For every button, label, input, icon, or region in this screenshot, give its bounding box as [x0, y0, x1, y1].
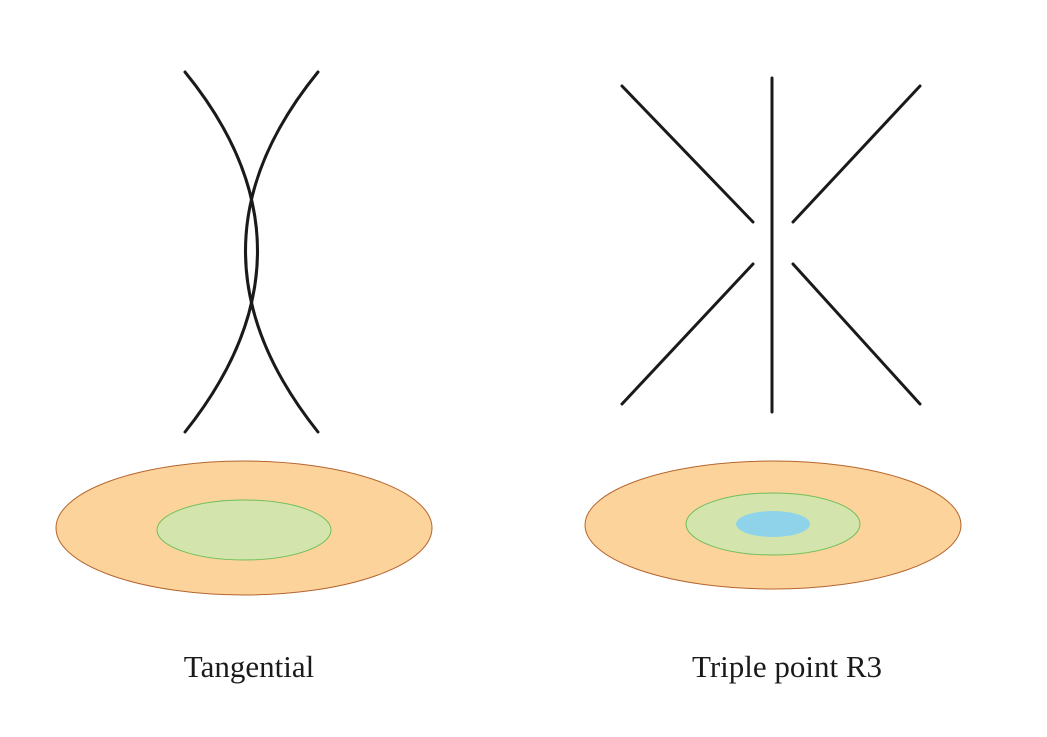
tangential-strands — [183, 70, 320, 434]
inner-disk — [736, 511, 810, 537]
middle-disk — [156, 499, 332, 561]
tangential-panel — [55, 70, 433, 596]
tangential-disk — [55, 460, 433, 596]
triple-point-disk — [584, 460, 962, 590]
upper-left-strand — [620, 84, 755, 224]
lower-right-strand — [791, 262, 922, 406]
lower-left-strand — [620, 262, 755, 406]
left-strand-arc — [183, 70, 259, 434]
upper-right-strand — [791, 84, 922, 224]
right-strand-arc — [244, 70, 320, 434]
caption-tangential: Tangential — [183, 649, 315, 684]
caption-triple-point: Triple point R3 — [691, 649, 883, 684]
triple-point-strands — [620, 76, 922, 414]
triple-point-panel — [584, 76, 962, 590]
